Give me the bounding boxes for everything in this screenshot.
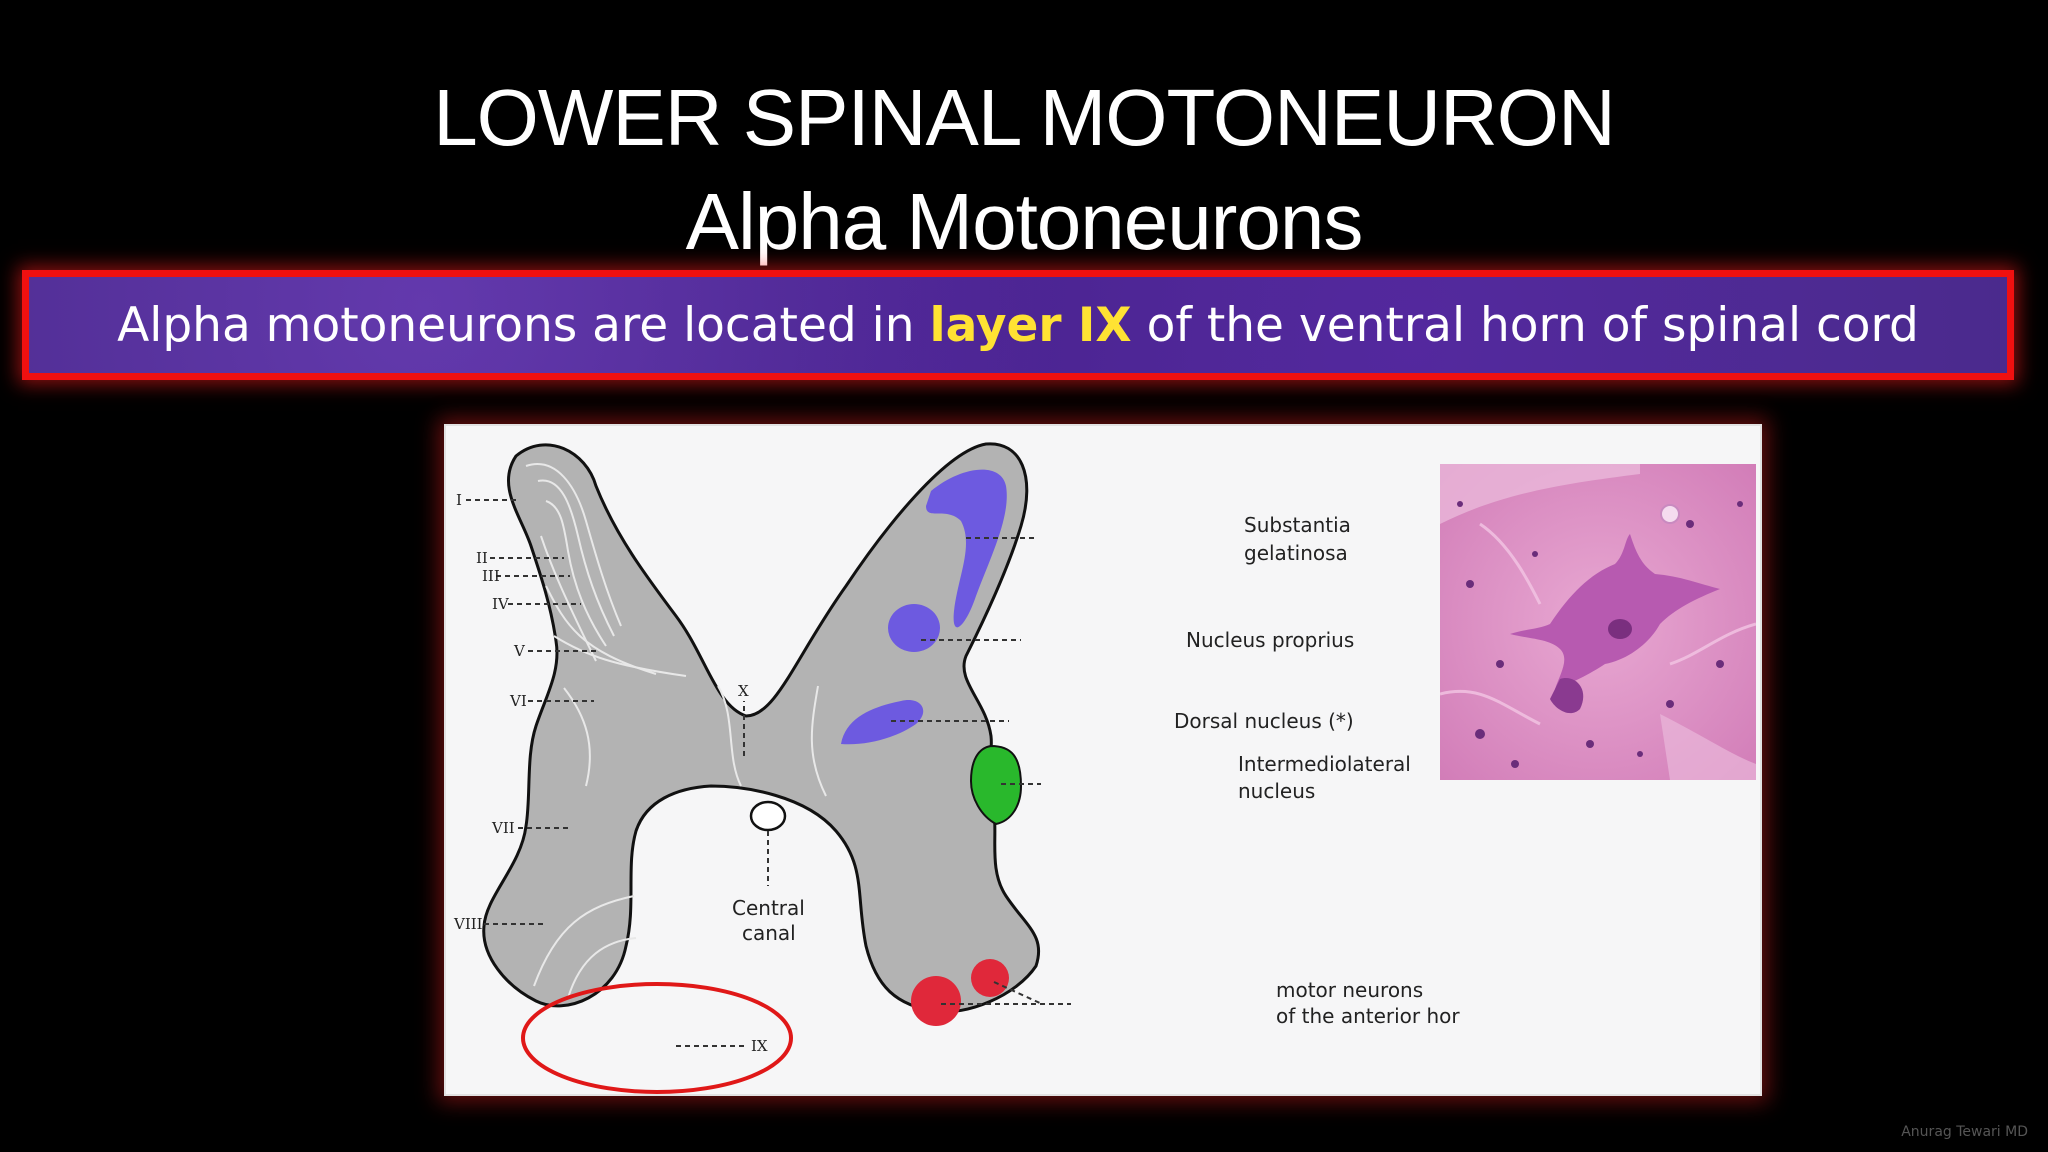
lamina-label-v: V	[513, 642, 526, 660]
label-substantia-line1: Substantia	[1244, 513, 1351, 537]
banner-text: Alpha motoneurons are located in layer I…	[117, 298, 1919, 353]
spinal-cord-cross-section: I II III IV V VI VII VIII IX X Substanti…	[453, 442, 1460, 1094]
motor-neuron-large	[911, 976, 961, 1026]
lamina-label-iv: IV	[492, 595, 510, 613]
histology-micrograph	[1440, 464, 1756, 780]
lamina-label-vi: VI	[509, 692, 527, 710]
lamina-ix-highlight-ring	[521, 982, 793, 1094]
lamina-label-iii: III	[482, 567, 500, 585]
label-motor-line1: motor neurons	[1276, 978, 1423, 1002]
lamina-label-x: X	[738, 682, 749, 700]
slide-title: LOWER SPINAL MOTONEURON	[433, 73, 1616, 162]
substantia-gelatinosa	[926, 469, 1007, 628]
label-motor-line2: of the anterior hor	[1276, 1004, 1460, 1028]
label-central-line2: canal	[742, 921, 796, 945]
lamina-label-viii: VIII	[453, 915, 483, 933]
leader-lines	[466, 499, 1071, 1047]
dorsal-nucleus	[841, 700, 924, 745]
author-watermark: Anurag Tewari MD	[1901, 1124, 2028, 1140]
motor-neuron-small	[971, 959, 1009, 997]
lamina-label-ix: IX	[751, 1037, 768, 1055]
nucleus-proprius	[888, 604, 940, 652]
key-point-banner: Alpha motoneurons are located in layer I…	[22, 270, 2014, 380]
label-dorsal-nucleus: Dorsal nucleus (*)	[1174, 709, 1354, 733]
label-substantia-line2: gelatinosa	[1244, 541, 1348, 565]
lamina-label-i: I	[456, 491, 462, 509]
label-intermediolateral-line1: Intermediolateral	[1238, 752, 1411, 776]
lamina-label-vii: VII	[491, 819, 515, 837]
lamina-labels: I II III IV V VI VII VIII IX X	[453, 491, 768, 1055]
label-intermediolateral-line2: nucleus	[1238, 779, 1315, 803]
spinal-cord-diagram: I II III IV V VI VII VIII IX X Substanti…	[444, 424, 1762, 1096]
intermediolateral-nucleus	[969, 744, 1023, 826]
central-canal	[749, 800, 787, 832]
label-nucleus-proprius: Nucleus proprius	[1186, 628, 1354, 652]
banner-prefix: Alpha motoneurons are located in	[117, 297, 930, 353]
slide-subtitle: Alpha Motoneurons	[685, 177, 1364, 266]
lamina-lines	[525, 463, 827, 999]
lamina-label-ii: II	[476, 549, 488, 567]
gray-matter	[482, 442, 1041, 1014]
structure-labels: Substantia gelatinosa Nucleus proprius D…	[732, 513, 1460, 1028]
banner-suffix: of the ventral horn of spinal cord	[1131, 297, 1919, 353]
label-central-line1: Central	[732, 896, 805, 920]
neuron-cell-body	[1510, 534, 1720, 689]
banner-highlight: layer IX	[929, 297, 1132, 353]
